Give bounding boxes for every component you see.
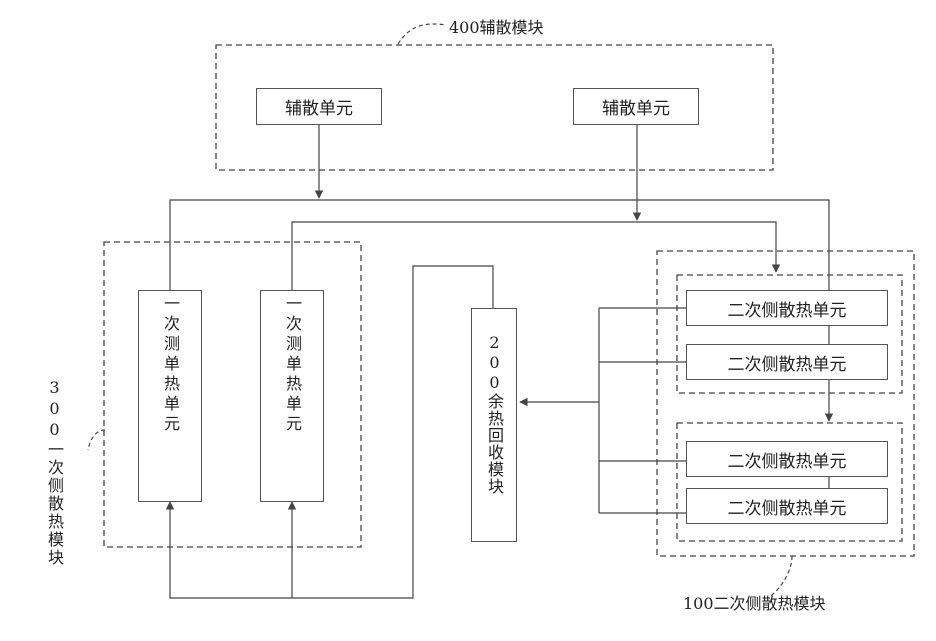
secondary-unit-4[interactable]: 二次侧散热单元 <box>686 488 888 524</box>
leader-400 <box>398 24 446 44</box>
aux-unit-left-label: 辅散单元 <box>285 94 353 119</box>
secondary-unit-1[interactable]: 二次侧散热单元 <box>686 290 888 326</box>
wire-loop-inner <box>292 222 776 290</box>
secondary-unit-3-label: 二次侧散热单元 <box>728 447 847 472</box>
module-300-label: 300一次侧散热模块 <box>46 378 62 567</box>
primary-unit-left[interactable]: 一次测单热单元 <box>138 290 202 502</box>
module-400-label: 400辅散模块 <box>449 14 544 38</box>
aux-unit-right-label: 辅散单元 <box>602 94 670 119</box>
wire-recovery-return <box>170 266 493 598</box>
secondary-unit-2-label: 二次侧散热单元 <box>728 350 847 375</box>
module-100-label: 100二次侧散热模块 <box>683 590 826 614</box>
primary-unit-right[interactable]: 一次测单热单元 <box>260 290 324 502</box>
secondary-unit-3[interactable]: 二次侧散热单元 <box>686 441 888 477</box>
recovery-module[interactable]: 200余热回收模块 <box>471 308 517 542</box>
recovery-module-label: 200余热回收模块 <box>486 333 502 495</box>
secondary-unit-1-label: 二次侧散热单元 <box>728 296 847 321</box>
primary-unit-right-label: 一次测单热单元 <box>284 295 300 435</box>
secondary-unit-2[interactable]: 二次侧散热单元 <box>686 344 888 380</box>
primary-unit-left-label: 一次测单热单元 <box>162 295 178 435</box>
leader-300 <box>88 430 105 450</box>
aux-unit-left[interactable]: 辅散单元 <box>256 88 382 125</box>
aux-unit-right[interactable]: 辅散单元 <box>573 88 699 125</box>
secondary-unit-4-label: 二次侧散热单元 <box>728 494 847 519</box>
